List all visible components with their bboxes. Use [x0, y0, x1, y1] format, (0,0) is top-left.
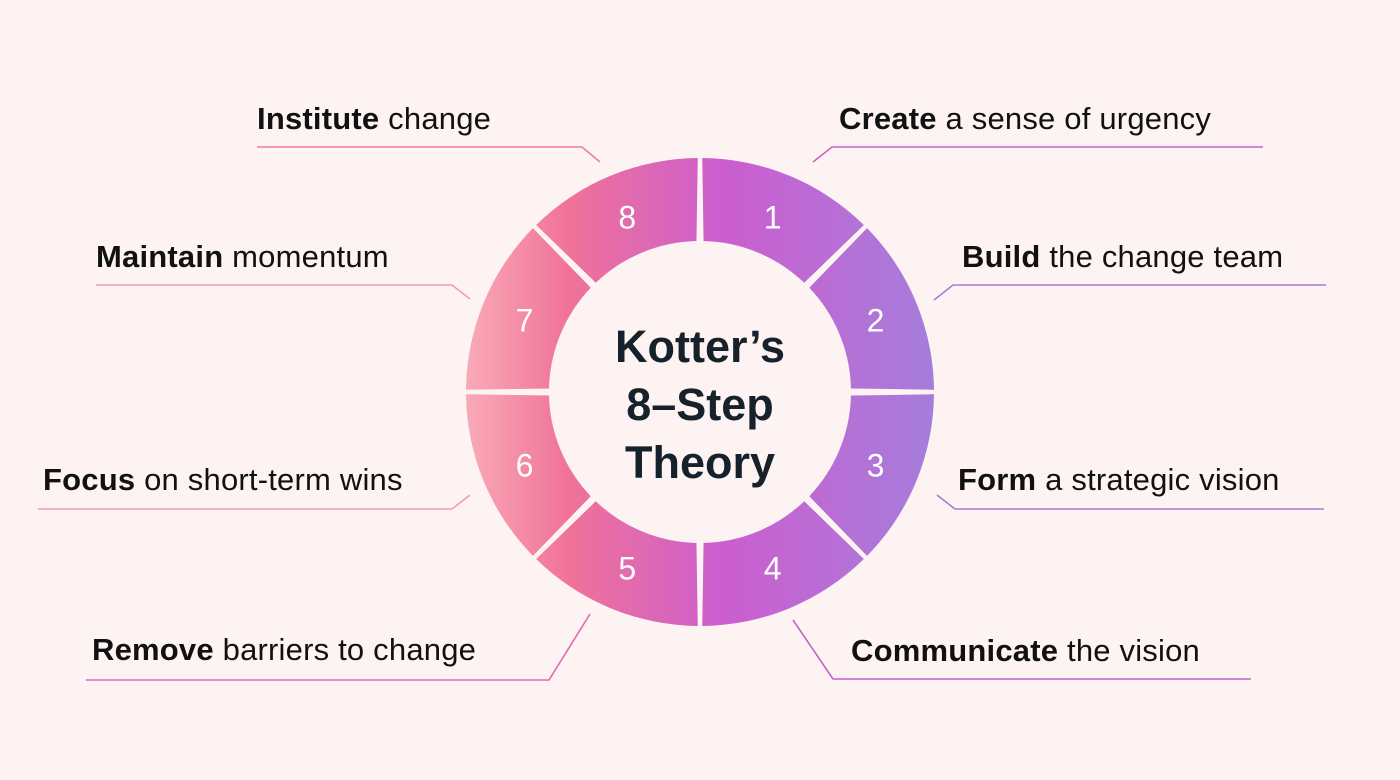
step-number-6: 6: [516, 448, 534, 484]
step-number-7: 7: [516, 302, 534, 338]
wheel-segment-2: [809, 228, 934, 390]
step-number-4: 4: [764, 551, 782, 587]
step-bold: Focus: [43, 462, 136, 497]
connector-line-7: [96, 284, 471, 300]
wheel-segment-1: [702, 158, 864, 283]
title-line-2: 8–Step: [626, 379, 774, 430]
step-bold: Communicate: [851, 633, 1059, 668]
step-text: barriers to change: [213, 632, 477, 667]
step-label-3: Form a strategic vision: [958, 462, 1280, 498]
wheel-segment-6: [466, 394, 591, 556]
step-text: momentum: [223, 239, 389, 274]
step-number-8: 8: [618, 199, 636, 235]
step-label-2: Build the change team: [962, 239, 1283, 275]
wheel-segment-3: [809, 394, 934, 556]
wheel-segment-8: [536, 158, 698, 283]
connector-line-3: [936, 494, 1324, 510]
wheel-segment-7: [466, 228, 591, 390]
step-text: on short-term wins: [135, 462, 403, 497]
step-bold: Maintain: [96, 239, 224, 274]
step-text: the change team: [1040, 239, 1284, 274]
step-text: change: [379, 101, 492, 136]
connector-line-5: [86, 613, 591, 681]
step-label-5: Remove barriers to change: [92, 632, 476, 668]
step-number-3: 3: [867, 448, 885, 484]
step-label-1: Create a sense of urgency: [839, 101, 1211, 137]
step-text: a sense of urgency: [936, 101, 1212, 136]
step-bold: Create: [839, 101, 937, 136]
step-bold: Form: [958, 462, 1037, 497]
step-bold: Build: [962, 239, 1041, 274]
connector-line-1: [812, 146, 1263, 163]
connector-line-2: [933, 284, 1326, 301]
step-bold: Institute: [257, 101, 380, 136]
title-line-3: Theory: [624, 437, 776, 488]
title-line-1: Kotter’s: [614, 321, 786, 372]
step-text: a strategic vision: [1036, 462, 1280, 497]
step-text: the vision: [1058, 633, 1200, 668]
step-bold: Remove: [92, 632, 214, 667]
step-number-5: 5: [618, 551, 636, 587]
step-label-7: Maintain momentum: [96, 239, 389, 275]
connector-line-6: [38, 494, 471, 510]
step-label-4: Communicate the vision: [851, 633, 1200, 669]
wheel-segment-4: [702, 501, 864, 626]
step-number-2: 2: [867, 302, 885, 338]
wheel-segment-5: [536, 501, 698, 626]
step-label-6: Focus on short-term wins: [43, 462, 403, 498]
connector-line-4: [792, 619, 1251, 680]
connector-line-8: [257, 146, 601, 163]
step-number-1: 1: [764, 199, 782, 235]
step-label-8: Institute change: [257, 101, 491, 137]
center-title: Kotter’s 8–Step Theory: [550, 318, 850, 492]
